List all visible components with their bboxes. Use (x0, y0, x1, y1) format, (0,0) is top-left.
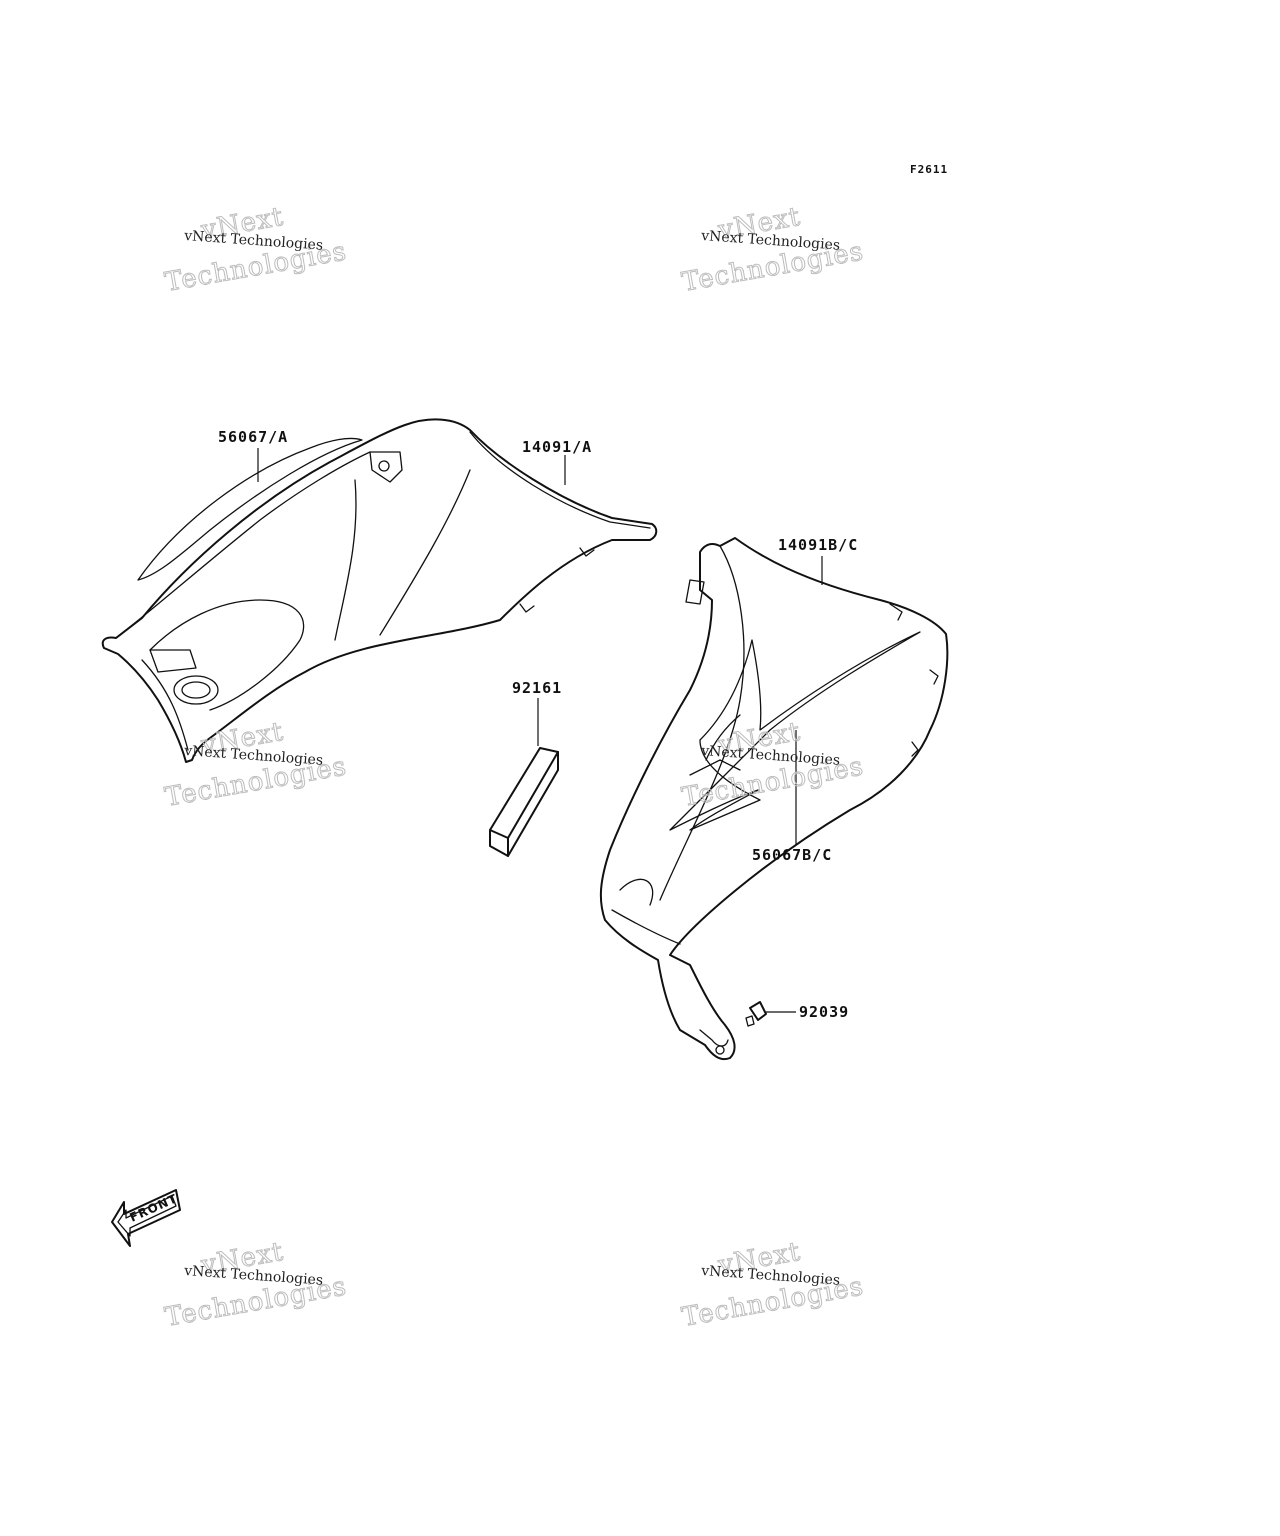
side-cover-left (101, 418, 658, 763)
figure-code: F2611 (910, 163, 948, 176)
side-cover-right (599, 537, 949, 1061)
label-92039: 92039 (799, 1003, 849, 1021)
watermark-6-small: vNext Technologies (700, 1263, 841, 1289)
label-56067bc: 56067B/C (752, 846, 832, 864)
label-56067a: 56067/A (218, 428, 288, 446)
emblem-left (137, 437, 363, 581)
clip (745, 1001, 767, 1027)
foam-pad (489, 747, 559, 857)
front-arrow-icon: FRONT (111, 1189, 181, 1247)
emblem-right (669, 631, 921, 831)
label-14091a: 14091/A (522, 438, 592, 456)
watermark-3-small: vNext Technologies (183, 743, 324, 769)
label-14091bc: 14091B/C (778, 536, 858, 554)
watermark-5-small: vNext Technologies (183, 1263, 324, 1289)
label-92161: 92161 (512, 679, 562, 697)
